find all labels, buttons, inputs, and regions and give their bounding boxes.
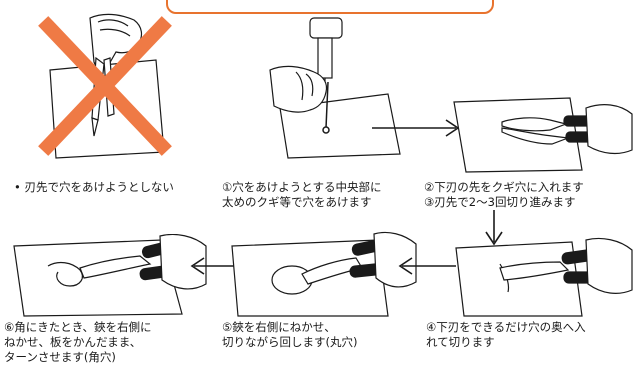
caption-line: ねかせ、板をかんだまま、: [4, 335, 142, 349]
caption-line: ②下刃の先をクギ穴に入れます: [424, 180, 584, 194]
panel-step5: [228, 230, 418, 318]
caption-line: 太めのクギ等で穴をあけます: [222, 195, 372, 209]
arrow-down-icon: [485, 210, 503, 246]
caption-line: ③刃先で2～3回切り進みます: [424, 195, 576, 209]
caption-step6: ⑥角にきたとき、鋏を右側に ねかせ、板をかんだまま、 ターンさせます(角穴): [4, 320, 152, 365]
caption-step1: ①穴をあけようとする中央部に 太めのクギ等で穴をあけます: [222, 180, 381, 210]
caption-line: ①穴をあけようとする中央部に: [222, 180, 382, 194]
hammer-icon: [309, 17, 343, 90]
caption-line: ④下刃をできるだけ穴の奥へ入: [426, 320, 586, 334]
nail-icon: [322, 81, 330, 134]
caption-line: ⑤鋏を右側にねかせ、: [222, 320, 336, 334]
caption-step5: ⑤鋏を右側にねかせ、 切りながら回します(丸穴): [222, 320, 357, 350]
hand-icon: [373, 231, 417, 288]
arrow-left-icon: [398, 257, 456, 275]
hand-icon: [159, 234, 207, 290]
hand-icon: [89, 13, 143, 69]
caption-line: れて切ります: [426, 335, 495, 349]
panel-step6: [10, 234, 210, 318]
caption-step23: ②下刃の先をクギ穴に入れます ③刃先で2～3回切り進みます: [424, 180, 584, 210]
panel-step4: [448, 234, 634, 318]
caption-line: • 刃先で穴をあけようとしない: [14, 180, 174, 194]
hand-icon: [269, 65, 328, 113]
caption-step4: ④下刃をできるだけ穴の奥へ入 れて切ります: [426, 320, 586, 350]
panel-dont: [38, 8, 178, 160]
panel-step1: [266, 10, 416, 160]
cross-mark-icon: [38, 16, 172, 156]
hand-icon: [585, 237, 633, 294]
caption-line: ⑥角にきたとき、鋏を右側に: [4, 320, 152, 334]
panel-step23: [446, 94, 634, 174]
title-banner: [166, 0, 494, 14]
caption-line: 切りながら回します(丸穴): [222, 335, 358, 349]
caption-line: ターンさせます(角穴): [4, 350, 116, 364]
caption-dont: • 刃先で穴をあけようとしない: [14, 180, 174, 195]
hand-icon: [585, 104, 633, 155]
